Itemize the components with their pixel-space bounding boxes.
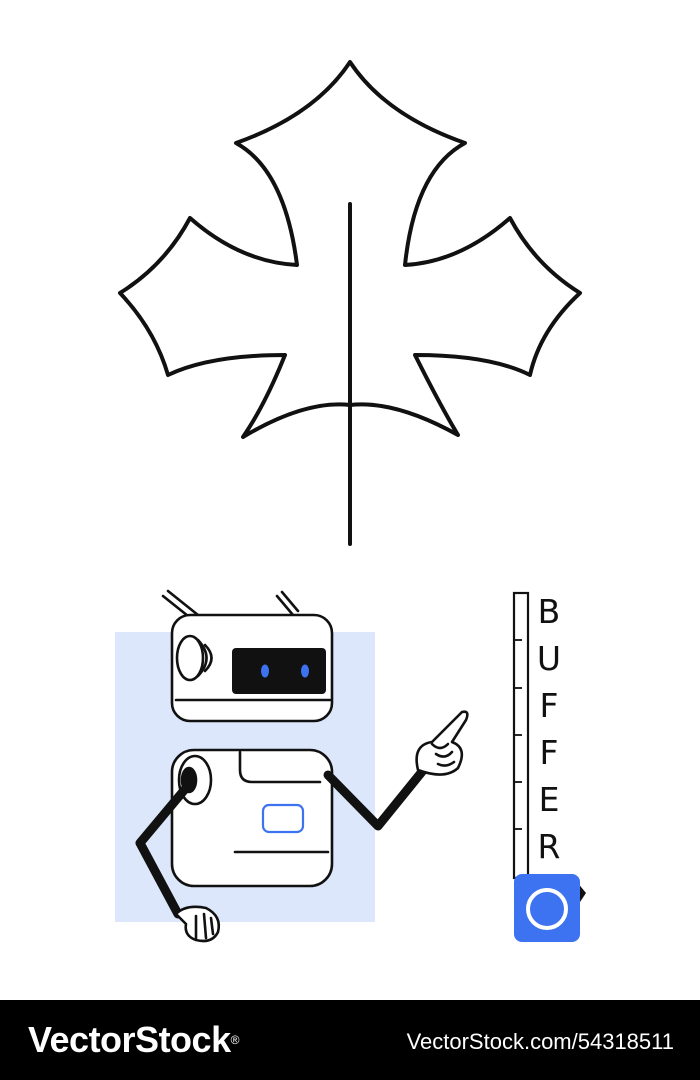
robot-antenna-right [275, 594, 295, 617]
robot-head-dial [175, 634, 205, 682]
robot-eye-right [301, 664, 309, 678]
buffer-letter-e: E [538, 780, 560, 819]
illustration-canvas [115, 60, 586, 943]
robot-body-badge [261, 803, 305, 834]
brand-logo[interactable]: VectorStock® [28, 1020, 239, 1060]
measuring-tape-icon [512, 591, 586, 942]
tape-case [514, 874, 580, 942]
robot-arm-left [135, 783, 191, 919]
buffer-letter-f2: F [539, 733, 559, 772]
buffer-letter-r: R [537, 827, 561, 866]
tape-tick-marks [514, 639, 522, 830]
buffer-letter-u: U [536, 639, 562, 678]
watermark-footer: VectorStock® VectorStock.com/54318511 [0, 1000, 700, 1080]
robot-eye-left [261, 664, 269, 678]
robot-icon [115, 589, 469, 943]
maple-leaf-icon [118, 60, 582, 546]
brand-name: VectorStock [28, 1019, 231, 1060]
tape-case-ring [526, 888, 568, 930]
robot-arm-right [323, 763, 430, 831]
robot-face-screen [232, 648, 326, 694]
robot-hand-right [415, 710, 469, 776]
registered-mark: ® [230, 1033, 240, 1047]
robot-hand-left [174, 905, 221, 943]
buffer-letter-b: B [537, 592, 561, 631]
image-id-label: VectorStock.com/54318511 [406, 1029, 674, 1054]
buffer-letter-f1: F [539, 686, 559, 725]
